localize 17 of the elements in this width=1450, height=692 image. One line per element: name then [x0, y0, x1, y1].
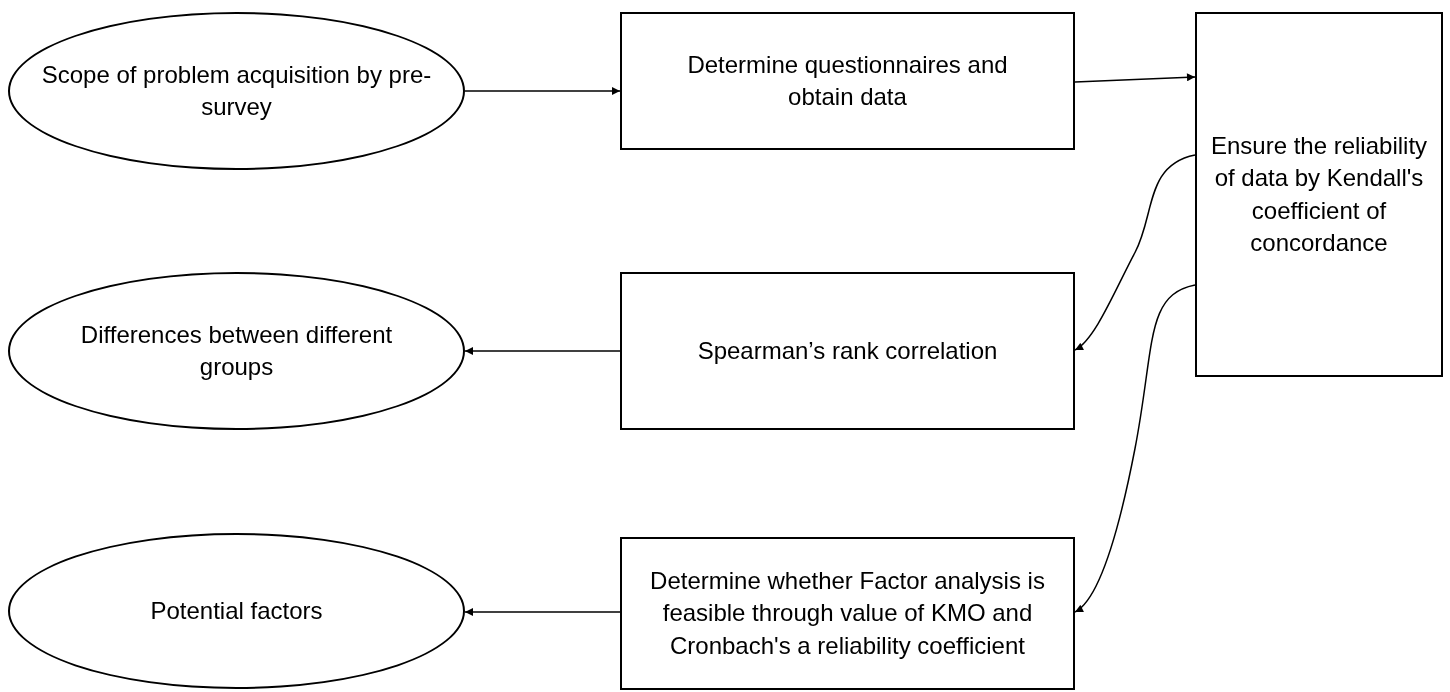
node-text: Scope of problem acquisition by pre-survey	[40, 59, 433, 122]
node-text: Determine questionnaires and obtain data	[686, 49, 1009, 112]
arrow	[1074, 154, 1196, 351]
node-text: Spearman’s rank correlation	[697, 335, 998, 366]
node-text: Differences between different groups	[79, 319, 394, 382]
process-box	[1195, 12, 1443, 377]
arrow	[464, 608, 621, 616]
process-box	[620, 12, 1075, 150]
node-text: Determine whether Factor analysis is feasible through value of KMO and Cronbach's a reliability coefficient	[649, 565, 1046, 661]
node-text: Ensure the reliability of data by Kendall's coefficient of concordance	[1209, 130, 1429, 258]
arrow	[1074, 73, 1196, 83]
arrow	[464, 347, 621, 355]
process-box	[620, 272, 1075, 430]
arrow	[464, 87, 621, 95]
process-box	[620, 537, 1075, 690]
arrow	[1074, 284, 1196, 613]
node-text: Potential factors	[150, 595, 323, 626]
